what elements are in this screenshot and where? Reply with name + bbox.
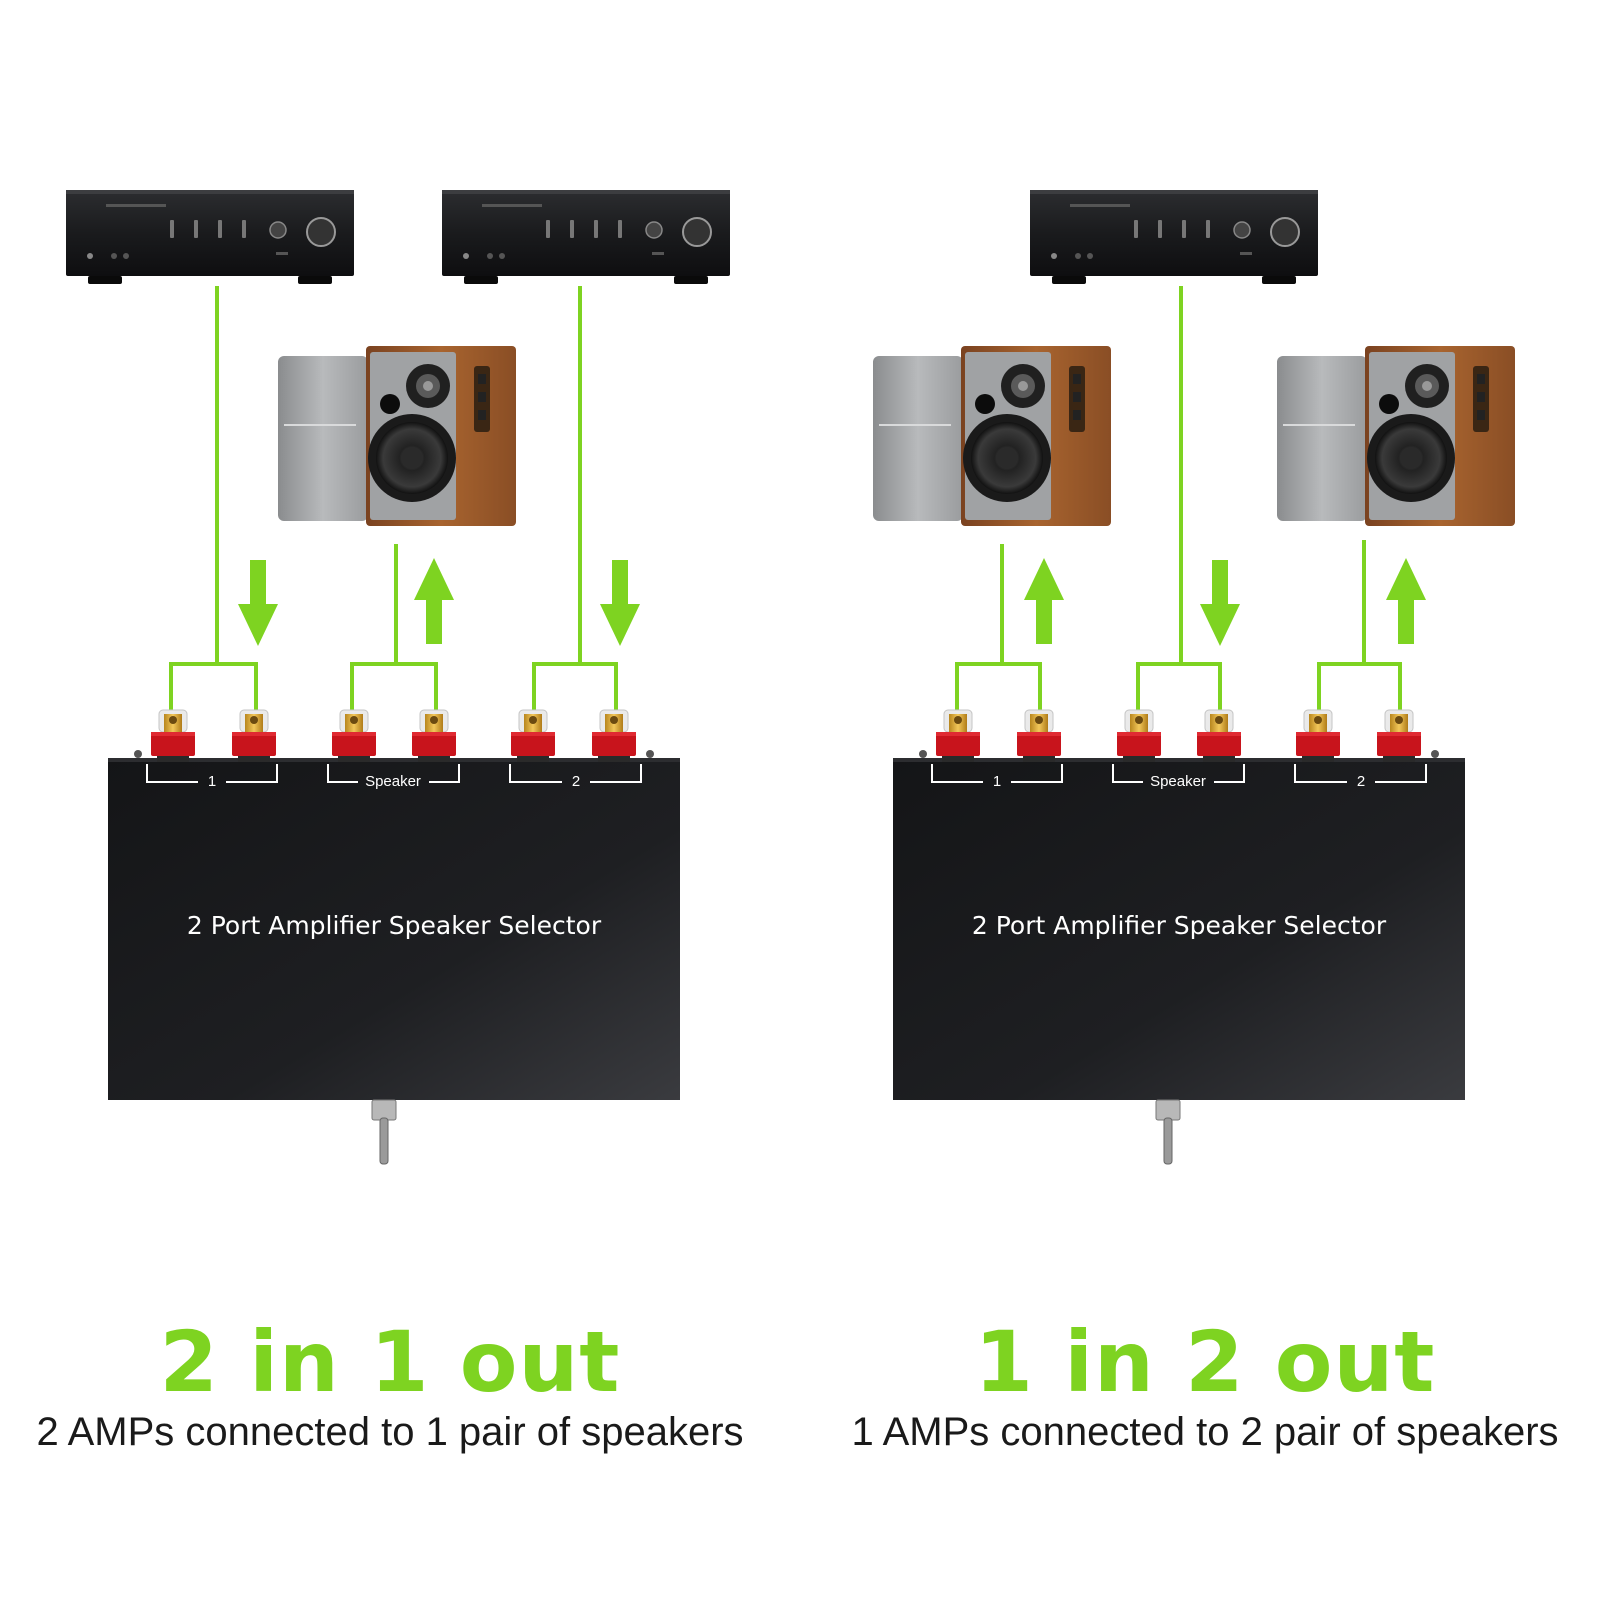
port-brackets <box>146 764 642 783</box>
binding-post-icon[interactable] <box>1295 709 1341 763</box>
port-label-1: 1 <box>208 773 216 790</box>
left-panel: 1 Speaker 2 2 Port Amplifier Speaker Sel… <box>65 189 731 1165</box>
right-panel: 1 Speaker 2 2 Port Amplifier Speaker Sel… <box>873 189 1515 1165</box>
amplifier-icon <box>441 189 731 285</box>
binding-post-icon[interactable] <box>591 709 637 763</box>
arrow-down-icon <box>238 560 278 646</box>
binding-post-icon[interactable] <box>411 709 457 763</box>
amplifier-icon <box>65 189 355 285</box>
binding-post-icon[interactable] <box>510 709 556 763</box>
port-label-1: 1 <box>993 773 1001 790</box>
port-brackets <box>931 764 1427 783</box>
mode-title-right: 1 in 2 out <box>974 1313 1436 1411</box>
binding-post-icon[interactable] <box>1116 709 1162 763</box>
bookshelf-speaker-icon <box>1277 346 1515 526</box>
cable-lines <box>955 286 1402 714</box>
binding-post-icon[interactable] <box>1376 709 1422 763</box>
toggle-switch-icon[interactable] <box>371 1099 397 1165</box>
arrow-down-icon <box>600 560 640 646</box>
mode-description-right: 1 AMPs connected to 2 pair of speakers <box>851 1410 1559 1454</box>
binding-post-icon[interactable] <box>150 709 196 763</box>
amplifier-icon <box>1029 189 1319 285</box>
mode-description-left: 2 AMPs connected to 1 pair of speakers <box>36 1410 744 1454</box>
arrow-up-icon <box>1386 558 1426 644</box>
bookshelf-speaker-icon <box>278 346 516 526</box>
binding-post-icon[interactable] <box>1016 709 1062 763</box>
arrow-up-icon <box>414 558 454 644</box>
mode-title-left: 2 in 1 out <box>159 1313 621 1411</box>
port-label-2: 2 <box>1357 773 1365 790</box>
arrow-down-icon <box>1200 560 1240 646</box>
binding-post-icon[interactable] <box>231 709 277 763</box>
cable-lines <box>169 286 618 714</box>
bookshelf-speaker-icon <box>873 346 1111 526</box>
port-label-2: 2 <box>572 773 580 790</box>
port-label-speaker: Speaker <box>365 773 421 790</box>
device-name: 2 Port Amplifier Speaker Selector <box>187 911 602 940</box>
binding-post-icon[interactable] <box>935 709 981 763</box>
binding-post-icon[interactable] <box>331 709 377 763</box>
port-label-speaker: Speaker <box>1150 773 1206 790</box>
arrow-up-icon <box>1024 558 1064 644</box>
device-name: 2 Port Amplifier Speaker Selector <box>972 911 1387 940</box>
toggle-switch-icon[interactable] <box>1155 1099 1181 1165</box>
binding-post-icon[interactable] <box>1196 709 1242 763</box>
